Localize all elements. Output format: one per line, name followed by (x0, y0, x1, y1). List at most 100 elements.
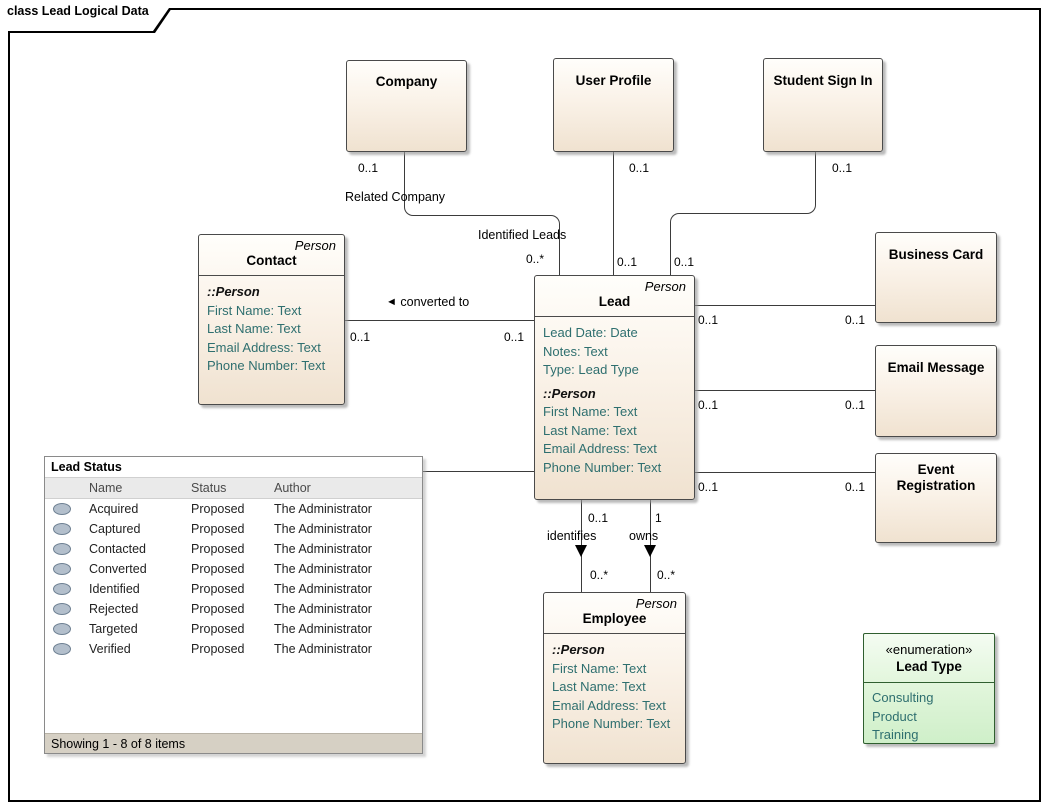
multiplicity-label: 0..1 (698, 398, 719, 412)
cell-status: Proposed (191, 642, 245, 656)
class-lead[interactable]: Person Lead Lead Date: Date Notes: Text … (534, 275, 695, 500)
cell-name: Identified (89, 582, 140, 596)
navigability-arrow-icon (644, 545, 656, 557)
class-contact[interactable]: Person Contact ::Person First Name: Text… (198, 234, 345, 405)
multiplicity-label: 0..* (657, 568, 676, 582)
attribute: Lead Date: Date (543, 325, 638, 340)
diagram-title: class Lead Logical Data (7, 4, 149, 18)
multiplicity-label: 0..1 (698, 480, 719, 494)
association-contact-lead[interactable] (343, 320, 534, 321)
column-header-status: Status (191, 481, 227, 495)
stereotype-label: Person (635, 596, 677, 611)
cell-author: The Administrator (274, 522, 372, 536)
compartment-divider (864, 682, 994, 683)
table-row[interactable]: Identified Proposed The Administrator (45, 579, 422, 599)
class-student-sign-in[interactable]: Student Sign In (763, 58, 883, 152)
multiplicity-label: 0..1 (845, 480, 866, 494)
multiplicity-label: 0..1 (698, 313, 719, 327)
cell-status: Proposed (191, 582, 245, 596)
table-row[interactable]: Captured Proposed The Administrator (45, 519, 422, 539)
association-lead-event-registration[interactable] (693, 472, 875, 473)
lead-status-panel[interactable]: Lead Status Name Status Author Acquired … (44, 456, 423, 754)
direction-arrow-icon: ◄ (386, 296, 397, 308)
navigability-arrow-icon (575, 545, 587, 557)
association-company-lead[interactable] (404, 149, 485, 216)
table-row[interactable]: Rejected Proposed The Administrator (45, 599, 422, 619)
element-oval-icon (53, 603, 71, 615)
class-user-profile[interactable]: User Profile (553, 58, 674, 152)
multiplicity-label: 0..* (590, 568, 609, 582)
element-oval-icon (53, 503, 71, 515)
class-employee[interactable]: Person Employee ::Person First Name: Tex… (543, 592, 686, 764)
attribute: Last Name: Text (552, 679, 646, 694)
attribute: Email Address: Text (552, 697, 666, 713)
enum-literal: Training (872, 727, 919, 742)
association-lead-email-message[interactable] (693, 390, 875, 391)
table-row[interactable]: Targeted Proposed The Administrator (45, 619, 422, 639)
inherited-group-label: ::Person (543, 385, 596, 401)
cell-name: Rejected (89, 602, 139, 616)
multiplicity-label: 0..* (526, 252, 545, 266)
class-title: Student Sign In (773, 73, 873, 88)
enumeration-title: Lead Type (896, 659, 962, 674)
class-business-card[interactable]: Business Card (875, 232, 997, 323)
attribute: Phone Number: Text (207, 358, 326, 373)
association-name: identifies (547, 529, 597, 543)
multiplicity-label: 0..1 (845, 313, 866, 327)
association-student-sign-in-lead[interactable] (744, 150, 816, 214)
table-row[interactable]: Converted Proposed The Administrator (45, 559, 422, 579)
cell-name: Contacted (89, 542, 146, 556)
class-event-registration[interactable]: Event Registration (875, 453, 997, 543)
table-header-row: Name Status Author (45, 477, 422, 499)
association-name: converted to (400, 295, 470, 309)
enum-literal: Consulting (872, 690, 934, 705)
compartment-divider (544, 633, 685, 634)
multiplicity-label: 0..1 (504, 330, 525, 344)
multiplicity-label: 0..1 (832, 161, 853, 175)
attribute: First Name: Text (207, 302, 302, 318)
association-user-profile-lead[interactable] (613, 150, 614, 277)
table-row[interactable]: Verified Proposed The Administrator (45, 639, 422, 659)
compartment-divider (199, 275, 344, 276)
multiplicity-label: 1 (655, 511, 662, 525)
attribute: Phone Number: Text (543, 459, 662, 475)
association-student-sign-in-lead[interactable] (670, 213, 745, 278)
cell-name: Acquired (89, 502, 139, 516)
class-title: Business Card (888, 247, 984, 262)
class-title: Employee (582, 611, 647, 626)
cell-author: The Administrator (274, 602, 372, 616)
attribute: Phone Number: Text (552, 716, 671, 731)
inherited-group-label: ::Person (207, 284, 260, 299)
class-title: Event Registration (896, 462, 976, 493)
cell-author: The Administrator (274, 542, 372, 556)
association-lead-status-lead[interactable] (421, 471, 534, 472)
class-company[interactable]: Company (346, 60, 467, 152)
class-email-message[interactable]: Email Message (875, 345, 997, 437)
association-company-lead[interactable] (484, 215, 560, 278)
cell-author: The Administrator (274, 562, 372, 576)
attribute: First Name: Text (543, 404, 638, 419)
cell-name: Captured (89, 522, 141, 536)
column-header-name: Name (89, 481, 123, 495)
element-oval-icon (53, 623, 71, 635)
multiplicity-label: 0..1 (358, 161, 379, 175)
table-footer: Showing 1 - 8 of 8 items (45, 733, 422, 753)
multiplicity-label: 0..1 (629, 161, 650, 175)
class-title: Company (375, 74, 438, 89)
attribute: Email Address: Text (207, 339, 321, 355)
cell-author: The Administrator (274, 622, 372, 636)
association-lead-business-card[interactable] (693, 305, 875, 306)
cell-status: Proposed (191, 542, 245, 556)
table-row[interactable]: Contacted Proposed The Administrator (45, 539, 422, 559)
element-oval-icon (53, 523, 71, 535)
table-row[interactable]: Acquired Proposed The Administrator (45, 499, 422, 519)
icon-column-header (45, 478, 89, 498)
role-label: Identified Leads (478, 228, 567, 242)
element-oval-icon (53, 563, 71, 575)
cell-status: Proposed (191, 502, 245, 516)
multiplicity-label: 0..1 (845, 398, 866, 412)
enumeration-lead-type[interactable]: «enumeration» Lead Type Consulting Produ… (863, 633, 995, 744)
stereotype-label: Person (644, 279, 686, 294)
cell-status: Proposed (191, 562, 245, 576)
cell-name: Targeted (89, 622, 138, 636)
